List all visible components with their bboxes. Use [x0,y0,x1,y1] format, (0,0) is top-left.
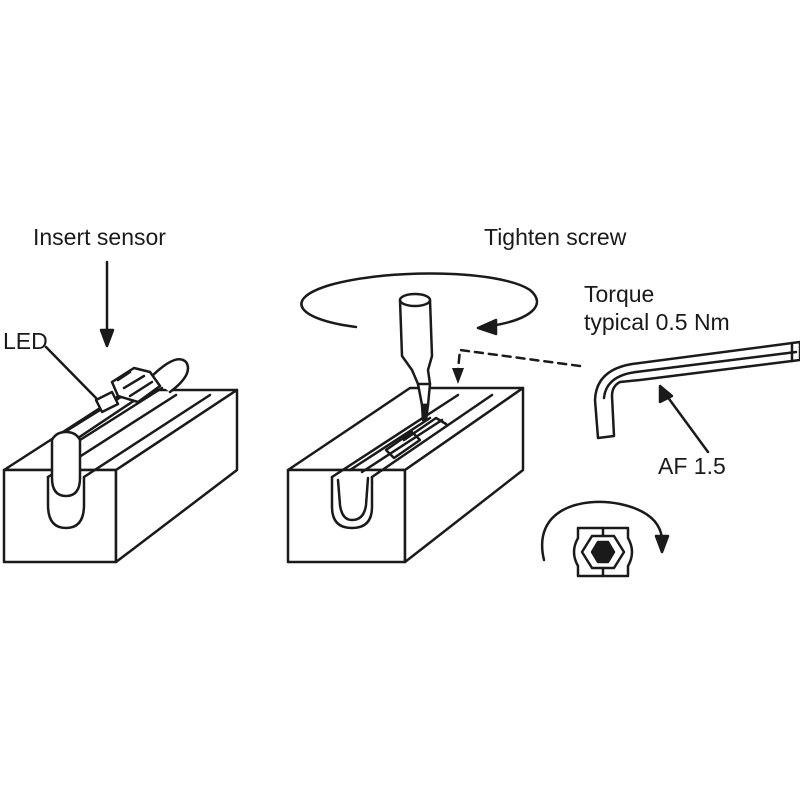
led-leader-line [44,345,98,400]
dashed-leader-line [452,348,582,384]
af-size-label: AF 1.5 [658,453,726,479]
rotation-arrow-socket [540,500,670,562]
insert-arrow [99,260,115,348]
insert-sensor-label: Insert sensor [33,224,166,250]
led-label: LED [3,328,48,354]
hex-key [593,340,800,440]
rotation-arrow-tighten [300,272,539,336]
screwdriver [398,292,434,422]
middle-mounting-block [286,386,525,564]
sensor [50,358,190,498]
tighten-screw-label: Tighten screw [484,224,627,250]
af-leader-arrow [658,384,710,454]
torque-value: typical 0.5 Nm [584,309,730,335]
left-mounting-block [2,388,239,564]
hex-socket [572,526,634,578]
torque-label: Torque typical 0.5 Nm [584,283,730,339]
torque-title: Torque [584,281,655,307]
